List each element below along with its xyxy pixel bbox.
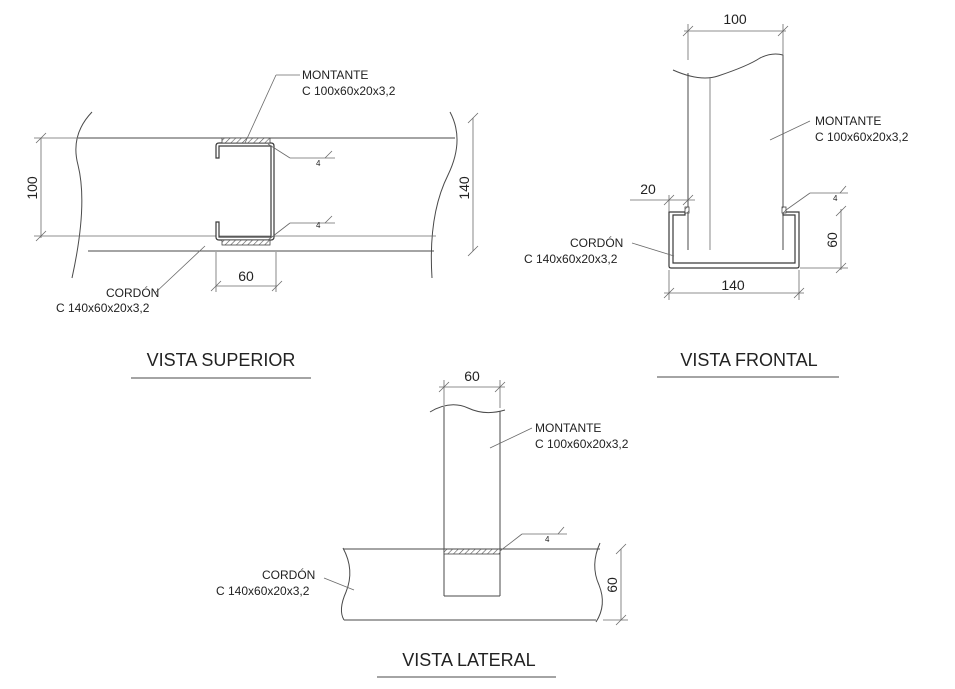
dimension-100-top: 100 bbox=[682, 11, 789, 60]
cordon-spec: C 140x60x20x3,2 bbox=[56, 301, 150, 315]
break-line-right bbox=[430, 111, 458, 279]
montante-label: MONTANTE bbox=[535, 421, 601, 435]
weld-size-label: 4 bbox=[316, 221, 321, 230]
weld-bead-left bbox=[684, 206, 690, 214]
dimension-label: 100 bbox=[24, 176, 40, 200]
dimension-60-bottom: 60 bbox=[210, 252, 283, 292]
vista-superior: 4 4 MONTANTE C 100x60x20x3,2 CORDÓN C 14… bbox=[24, 68, 479, 379]
weld-symbol: 4 bbox=[785, 185, 848, 211]
weld-bead-bottom bbox=[221, 239, 271, 246]
cordon-spec: C 140x60x20x3,2 bbox=[216, 584, 310, 598]
view-title: VISTA LATERAL bbox=[402, 650, 535, 670]
break-line bbox=[429, 404, 506, 414]
cordon-label: CORDÓN bbox=[570, 235, 623, 250]
dimension-label: 60 bbox=[464, 368, 480, 384]
view-title: VISTA SUPERIOR bbox=[147, 350, 296, 370]
cordon-leader: CORDÓN C 140x60x20x3,2 bbox=[216, 567, 355, 598]
cordon-label: CORDÓN bbox=[262, 567, 315, 582]
vista-lateral: 4 MONTANTE C 100x60x20x3,2 CORDÓN C 140x… bbox=[216, 368, 629, 678]
cordon-spec: C 140x60x20x3,2 bbox=[524, 252, 618, 266]
break-line-left bbox=[71, 111, 93, 279]
cordon-label: CORDÓN bbox=[106, 285, 159, 300]
weld-symbol-bottom: 4 bbox=[267, 215, 335, 241]
dimension-60-right: 60 bbox=[800, 205, 848, 274]
dimension-140-right: 140 bbox=[456, 112, 479, 257]
break-line bbox=[672, 53, 784, 79]
weld-symbol: 4 bbox=[499, 526, 567, 552]
dimension-label: 140 bbox=[721, 277, 745, 293]
montante-label: MONTANTE bbox=[815, 114, 881, 128]
montante-spec: C 100x60x20x3,2 bbox=[535, 437, 629, 451]
montante-leader: MONTANTE C 100x60x20x3,2 bbox=[244, 68, 396, 144]
montante-c-section bbox=[215, 137, 275, 246]
dimension-60-right: 60 bbox=[603, 543, 628, 626]
dimension-label: 20 bbox=[640, 181, 656, 197]
c-profile-outline bbox=[215, 142, 275, 241]
montante-label: MONTANTE bbox=[302, 68, 368, 82]
dimension-label: 100 bbox=[723, 11, 747, 27]
vista-frontal: 4 MONTANTE C 100x60x20x3,2 CORDÓN C 140x… bbox=[524, 11, 909, 378]
cordon-leader: CORDÓN C 140x60x20x3,2 bbox=[56, 245, 206, 315]
dimension-20: 20 bbox=[630, 181, 695, 212]
cordon-beam-top-view bbox=[71, 111, 458, 279]
cordon-beam-side-view bbox=[340, 542, 603, 623]
dimension-140-bottom: 140 bbox=[663, 270, 805, 300]
montante-column-side bbox=[429, 404, 506, 597]
dimension-label: 60 bbox=[824, 232, 840, 248]
dimension-100-left: 100 bbox=[24, 132, 88, 242]
weld-bead bbox=[443, 548, 501, 555]
montante-leader: MONTANTE C 100x60x20x3,2 bbox=[489, 421, 629, 451]
weld-size-label: 4 bbox=[316, 159, 321, 168]
weld-size-label: 4 bbox=[545, 535, 550, 544]
weld-size-label: 4 bbox=[833, 194, 838, 203]
break-line-right bbox=[594, 542, 603, 623]
montante-leader: MONTANTE C 100x60x20x3,2 bbox=[769, 114, 909, 144]
weld-bead-right bbox=[781, 206, 787, 214]
montante-column-front bbox=[672, 53, 784, 250]
cordon-c-section-front bbox=[668, 206, 800, 269]
dimension-label: 60 bbox=[238, 268, 254, 284]
cordon-leader: CORDÓN C 140x60x20x3,2 bbox=[524, 235, 675, 266]
view-title: VISTA FRONTAL bbox=[680, 350, 817, 370]
dimension-label: 60 bbox=[604, 577, 620, 593]
c-profile-outline bbox=[668, 211, 800, 269]
dimension-label: 140 bbox=[456, 176, 472, 200]
dimension-60-top: 60 bbox=[438, 368, 506, 408]
montante-spec: C 100x60x20x3,2 bbox=[815, 130, 909, 144]
weld-symbol-top: 4 bbox=[267, 143, 335, 168]
break-line-left bbox=[340, 547, 351, 621]
montante-spec: C 100x60x20x3,2 bbox=[302, 84, 396, 98]
